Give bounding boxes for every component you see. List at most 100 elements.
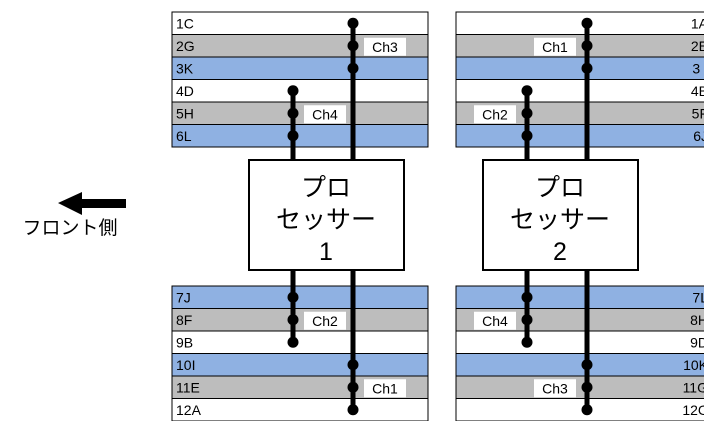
channel-tap-dot [347, 359, 359, 371]
channel-tap-dot [287, 107, 299, 119]
dimm-slot-row [171, 285, 429, 309]
channel-ch3-bus: Ch3 [534, 270, 593, 416]
dimm-slot-label: 7J [176, 289, 191, 305]
channel-tap-dot [287, 130, 299, 142]
dimm-slot-row [171, 353, 429, 377]
channel-label: Ch4 [482, 313, 508, 329]
channel-ch1-bus: Ch1 [347, 270, 406, 416]
dimm-slot-row [455, 79, 704, 103]
dimm-slot-label: 4D [176, 83, 194, 99]
channel-tap-dot [347, 40, 359, 52]
channel-tap-dot [581, 404, 593, 416]
channel-ch4-bus: Ch4 [287, 85, 346, 160]
processor-2-label-line-2: セッサー [510, 206, 610, 234]
channel-label-box [534, 379, 576, 398]
dimm-slot-label: 12C [682, 402, 704, 418]
dimm-slot-row [171, 11, 429, 35]
channel-label-box [474, 311, 516, 330]
dimm-slot-row [455, 353, 704, 377]
dimm-slot-label: 8H [690, 312, 704, 328]
processor-1-label-line-1: プロ [301, 174, 351, 202]
dimm-slot-row [171, 124, 429, 148]
channel-tap-dot [521, 291, 533, 303]
slot-group-4: 7L 8H 9D 10K 11G 12C [455, 285, 704, 421]
processor-1: プロ セッサー 1 [248, 159, 405, 271]
channel-label-box [474, 105, 516, 124]
dimm-slot-row [455, 34, 704, 58]
dimm-slot-label: 6L [176, 128, 192, 144]
dimm-slot-row [171, 56, 429, 80]
channel-tap-dot [347, 17, 359, 29]
dimm-slot-label: 10K [683, 357, 704, 373]
processor-1-label-line-2: セッサー [276, 206, 376, 234]
dimm-slot-row [455, 375, 704, 399]
channel-tap-dot [521, 85, 533, 97]
channel-label: Ch2 [482, 106, 508, 122]
channel-tap-dot [347, 404, 359, 416]
channel-ch2-bus: Ch2 [287, 270, 346, 348]
dimm-slot-label: 9D [690, 334, 704, 350]
channel-label: Ch1 [542, 39, 568, 55]
channel-label: Ch2 [312, 313, 338, 329]
channel-label-box [364, 37, 406, 56]
channel-label: Ch1 [372, 380, 398, 396]
dimm-slot-label: 2G [176, 38, 195, 54]
front-side-label: フロント側 [22, 217, 117, 239]
dimm-slot-row [171, 308, 429, 332]
channel-tap-dot [521, 130, 533, 142]
dimm-slot-row [171, 101, 429, 125]
channel-label-box [304, 105, 346, 124]
channel-tap-dot [287, 314, 299, 326]
processor-2: プロ セッサー 2 [482, 159, 639, 271]
dimm-slot-row [455, 124, 704, 148]
dimm-slot-label: 9B [176, 334, 193, 350]
processor-1-box [248, 159, 405, 271]
left-arrow-icon [58, 192, 126, 215]
channel-label-box [534, 37, 576, 56]
dimm-slot-label: 4B [691, 83, 704, 99]
channel-tap-dot [581, 381, 593, 393]
channel-ch2-bus: Ch2 [474, 85, 533, 160]
channel-tap-dot [521, 107, 533, 119]
front-side-indicator: フロント側 [22, 192, 126, 239]
channel-label: Ch4 [312, 106, 338, 122]
channel-ch3-bus: Ch3 [347, 17, 406, 160]
channel-label: Ch3 [372, 39, 398, 55]
channel-ch1-bus: Ch1 [534, 17, 593, 160]
dimm-slot-label: 5H [176, 105, 194, 121]
channel-tap-dot [581, 62, 593, 74]
channel-tap-dot [287, 291, 299, 303]
dimm-slot-label: 6J [693, 128, 704, 144]
processor-2-label-line-1: プロ [535, 174, 585, 202]
dimm-slot-row [455, 330, 704, 354]
channel-tap-dot [521, 336, 533, 348]
dimm-slot-row [455, 398, 704, 421]
dimm-slot-row [455, 285, 704, 309]
dimm-slot-row [455, 11, 704, 35]
dimm-slot-row [171, 330, 429, 354]
dimm-slot-row [171, 79, 429, 103]
channel-tap-dot [287, 336, 299, 348]
channel-label-box [364, 379, 406, 398]
dimm-slot-row [455, 56, 704, 80]
processor-1-label-line-3: 1 [319, 238, 333, 266]
dimm-slot-label: 5F [692, 105, 704, 121]
channel-tap-dot [347, 62, 359, 74]
dimm-slot-label: 1A [691, 15, 704, 31]
channel-tap-dot [287, 85, 299, 97]
dimm-slot-label: 11G [683, 379, 704, 395]
channel-tap-dot [581, 359, 593, 371]
channel-tap-dot [581, 40, 593, 52]
dimm-slot-label: 3K [176, 60, 194, 76]
processor-2-label-line-3: 2 [553, 238, 567, 266]
channel-tap-dot [521, 314, 533, 326]
channel-label: Ch3 [542, 380, 568, 396]
channel-ch4-bus: Ch4 [474, 270, 533, 348]
dimm-slot-label: 7L [692, 289, 704, 305]
dimm-slot-label: 11E [176, 379, 200, 395]
channel-tap-dot [347, 381, 359, 393]
